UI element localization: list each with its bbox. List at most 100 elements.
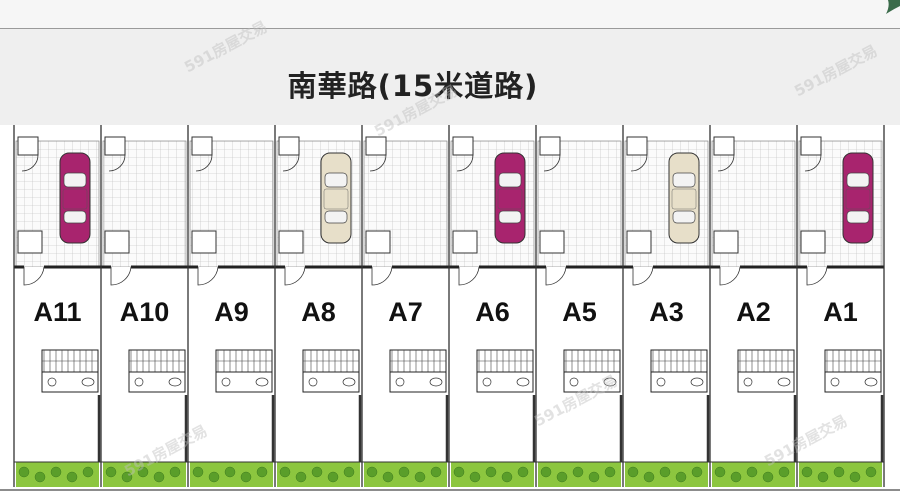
sink-icon	[221, 377, 231, 387]
gate-box	[539, 136, 561, 156]
shrub-icon	[414, 471, 426, 483]
unit-label-a9: A9	[214, 297, 249, 327]
shrub-icon	[604, 466, 616, 478]
gate-swing	[282, 154, 300, 172]
leaf-icon	[886, 0, 900, 14]
gate-box	[452, 136, 474, 156]
car-icon	[59, 152, 91, 244]
toilet-icon	[342, 377, 356, 387]
garden	[362, 461, 449, 487]
floor-plan-drawing	[0, 125, 900, 491]
unit-a10	[100, 125, 188, 487]
garden	[188, 461, 275, 487]
shrub-icon	[240, 471, 252, 483]
shrub-icon	[833, 466, 845, 478]
bathroom	[389, 371, 447, 393]
unit-a7	[361, 125, 449, 487]
shrub-icon	[153, 471, 165, 483]
entry-box	[365, 230, 391, 254]
gate-swing	[21, 154, 39, 172]
gate-box	[800, 136, 822, 156]
shrub-icon	[137, 466, 149, 478]
staircase	[824, 349, 882, 373]
toilet-icon	[429, 377, 443, 387]
garden	[797, 461, 884, 487]
staircase	[215, 349, 273, 373]
staircase	[128, 349, 186, 373]
unit-label-a11: A11	[33, 297, 82, 327]
entry-box	[800, 230, 826, 254]
sink-icon	[743, 377, 753, 387]
garden	[623, 461, 710, 487]
sink-icon	[47, 377, 57, 387]
road-area	[0, 29, 900, 125]
shrub-icon	[192, 466, 204, 478]
shrub-icon	[556, 471, 568, 483]
sink-icon	[482, 377, 492, 387]
door-swing	[23, 266, 45, 286]
shrub-icon	[691, 466, 703, 478]
door-swing	[284, 266, 306, 286]
sink-icon	[308, 377, 318, 387]
car-icon	[320, 152, 352, 244]
entry-box	[539, 230, 565, 254]
shrub-icon	[762, 471, 774, 483]
unit-a2	[709, 125, 797, 487]
unit-label-a3: A3	[649, 297, 684, 327]
shrub-icon	[50, 466, 62, 478]
floor-plan	[0, 125, 900, 495]
garden	[275, 461, 362, 487]
shrub-icon	[588, 471, 600, 483]
shrub-icon	[82, 466, 94, 478]
sink-icon	[830, 377, 840, 387]
shrub-icon	[169, 466, 181, 478]
unit-a6	[448, 125, 536, 487]
unit-label-a8: A8	[301, 297, 336, 327]
door-swing	[632, 266, 654, 286]
door-swing	[458, 266, 480, 286]
sink-icon	[395, 377, 405, 387]
toilet-icon	[168, 377, 182, 387]
shrub-icon	[343, 466, 355, 478]
door-swing	[197, 266, 219, 286]
toilet-icon	[690, 377, 704, 387]
bathroom	[737, 371, 795, 393]
bathroom	[563, 371, 621, 393]
entry-box	[17, 230, 43, 254]
door-swing	[806, 266, 828, 286]
staircase	[302, 349, 360, 373]
unit-a8	[274, 125, 362, 487]
shrub-icon	[517, 466, 529, 478]
shrub-icon	[540, 466, 552, 478]
toilet-icon	[777, 377, 791, 387]
garden	[14, 461, 101, 487]
entry-box	[626, 230, 652, 254]
unit-a9	[187, 125, 275, 487]
entry-box	[278, 230, 304, 254]
entry-box	[713, 230, 739, 254]
unit-label-a10: A10	[119, 297, 170, 327]
unit-a1	[796, 125, 884, 487]
gate-box	[104, 136, 126, 156]
unit-a11	[13, 125, 101, 487]
gate-swing	[717, 154, 735, 172]
shrub-icon	[430, 466, 442, 478]
shrub-icon	[643, 471, 655, 483]
shrub-icon	[849, 471, 861, 483]
staircase	[650, 349, 708, 373]
shrub-icon	[659, 466, 671, 478]
gate-box	[626, 136, 648, 156]
bathroom	[41, 371, 99, 393]
unit-label-a1: A1	[823, 297, 858, 327]
unit-label-a5: A5	[562, 297, 597, 327]
car-icon	[668, 152, 700, 244]
entry-box	[191, 230, 217, 254]
toilet-icon	[81, 377, 95, 387]
shrub-icon	[105, 466, 117, 478]
shrub-icon	[865, 466, 877, 478]
staircase	[389, 349, 447, 373]
shrub-icon	[224, 466, 236, 478]
unit-label-a7: A7	[388, 297, 423, 327]
shrub-icon	[746, 466, 758, 478]
gate-box	[17, 136, 39, 156]
